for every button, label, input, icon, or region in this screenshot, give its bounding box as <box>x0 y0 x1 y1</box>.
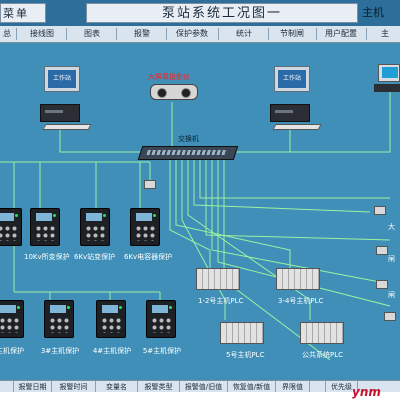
relay-bottom-1 <box>44 300 74 338</box>
plc-label-common: 公共系统PLC <box>302 351 344 359</box>
right-label-2: 闸 <box>388 291 395 299</box>
relay-bottom-2 <box>96 300 126 338</box>
alarm-table-body <box>0 392 400 400</box>
plc-common <box>300 322 344 344</box>
module-icon <box>384 312 396 321</box>
col-alarm-type[interactable]: 报警类型 <box>138 381 180 393</box>
title-bar: 菜单 泵站系统工况图一 主机 <box>0 0 400 27</box>
alarm-table-header: 报警日期 报警时间 变量名 报警类型 报警值/旧值 恢复值/新值 界限值 优先级 <box>0 380 400 393</box>
module-icon <box>374 206 386 215</box>
module-icon <box>376 280 388 289</box>
plc-label-3-4: 3-4号主机PLC <box>278 297 324 305</box>
nav-item-protection[interactable]: 保护参数 <box>176 29 208 38</box>
host-label: 主机 <box>362 6 384 19</box>
col-alarm-time[interactable]: 报警时间 <box>52 381 96 393</box>
col-8[interactable] <box>310 381 326 393</box>
nav-item-user-config[interactable]: 用户配置 <box>325 29 357 38</box>
workstation-right-monitor: 工作站 <box>274 66 310 92</box>
relay-top-0 <box>0 208 22 246</box>
relay-bottom-label-2: 4#主机保护 <box>92 347 132 355</box>
network-lines <box>0 92 391 361</box>
workstation-right-tower <box>270 104 310 122</box>
workstation-left-monitor: 工作站 <box>44 66 80 92</box>
nav-item-statistics[interactable]: 统计 <box>236 29 252 38</box>
workstation-right-label: 工作站 <box>278 70 306 88</box>
right-pc-base <box>374 84 400 92</box>
workstation-right-keyboard <box>272 124 322 130</box>
right-label-0: 大 <box>388 223 395 231</box>
plc-1-2 <box>196 268 240 290</box>
col-alarm-date[interactable]: 报警日期 <box>14 381 52 393</box>
relay-bottom-0 <box>0 300 24 338</box>
relay-top-1 <box>30 208 60 246</box>
col-restore-value[interactable]: 恢复值/新值 <box>228 381 276 393</box>
nav-item-sluice[interactable]: 节制闸 <box>280 29 304 38</box>
nav-item-alarm[interactable]: 报警 <box>134 29 150 38</box>
relay-bottom-label-3: 5#主机保护 <box>142 347 182 355</box>
nav-item-chart[interactable]: 图表 <box>84 29 100 38</box>
workstation-left-keyboard <box>42 124 92 130</box>
nav-item-main[interactable]: 主 <box>381 29 389 38</box>
col-variable[interactable]: 变量名 <box>96 381 138 393</box>
module-icon <box>376 246 388 255</box>
workstation-left-tower <box>40 104 80 122</box>
relay-top-2 <box>80 208 110 246</box>
plc-5 <box>220 322 264 344</box>
watermark: ynm <box>352 385 381 399</box>
relay-top-label-1: 10Kv所变保护 <box>24 253 70 261</box>
menu-button[interactable]: 菜单 <box>0 3 46 23</box>
relay-top-label-3: 6Kv电容器保护 <box>124 253 173 261</box>
workstation-left-label: 工作站 <box>48 70 76 88</box>
page-title: 泵站系统工况图一 <box>86 3 358 23</box>
projector-icon <box>150 84 198 100</box>
network-switch <box>137 146 239 160</box>
relay-bottom-label-0: 主机保护 <box>0 347 24 355</box>
plc-label-1-2: 1-2号主机PLC <box>198 297 244 305</box>
nav-bar: 总 接线图 图表 报警 保护参数 统计 节制闸 用户配置 主 <box>0 26 400 43</box>
module-icon <box>144 180 156 189</box>
projector-label: 大屏幕投影仪 <box>148 73 190 81</box>
nav-item-0[interactable]: 总 <box>3 29 11 38</box>
plc-label-5: 5号主机PLC <box>226 351 265 359</box>
col-limit[interactable]: 界限值 <box>276 381 310 393</box>
relay-bottom-label-1: 3#主机保护 <box>40 347 80 355</box>
relay-top-label-2: 6Kv站变保护 <box>74 253 116 261</box>
right-label-1: 闸 <box>388 255 395 263</box>
col-alarm-value[interactable]: 报警值/旧值 <box>180 381 228 393</box>
nav-item-wiring[interactable]: 接线图 <box>30 29 54 38</box>
switch-label: 交换机 <box>178 135 199 143</box>
right-pc-monitor <box>378 64 400 82</box>
col-priority[interactable]: 优先级 <box>326 381 358 393</box>
relay-bottom-3 <box>146 300 176 338</box>
col-0[interactable] <box>0 381 14 393</box>
relay-top-3 <box>130 208 160 246</box>
plc-3-4 <box>276 268 320 290</box>
